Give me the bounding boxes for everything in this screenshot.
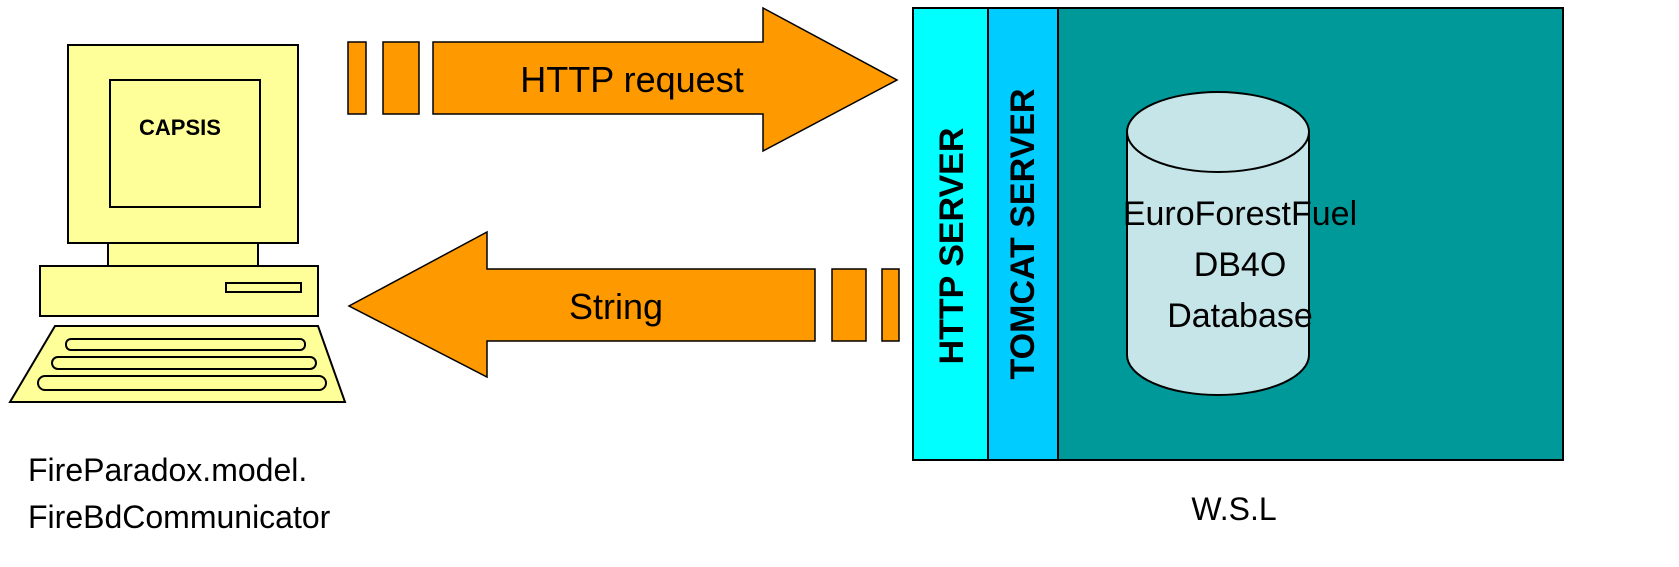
keyboard-row [51,356,317,370]
keyboard-row [65,338,306,351]
cylinder-body-fill [1127,132,1309,395]
arrow-stripe [881,268,900,342]
http-request-arrow: HTTP request [347,6,899,153]
monitor-screen [109,79,261,208]
tomcat-server-label: TOMCAT SERVER [1004,89,1042,380]
monitor-stand [107,242,259,267]
string-label: String [569,286,663,327]
arrow-stripe [382,41,420,115]
disk-drive-slot [225,282,302,293]
client-caption-line1: FireParadox.model. [28,452,307,488]
server-caption: W.S.L [1191,491,1276,527]
client-computer-icon: CAPSIS [8,44,347,403]
server-block: HTTP SERVER TOMCAT SERVER EuroForestFuel… [912,7,1564,461]
database-line2: DB4O [1194,246,1287,284]
database-line1: EuroForestFuel [1123,195,1357,233]
arrow-stripe [347,41,367,115]
arrow-stripe [831,268,867,342]
string-response-arrow: String [347,230,900,379]
arrow-body [432,6,899,153]
arrow-body [347,230,816,379]
cylinder-sides [1126,132,1310,396]
http-server-panel [912,7,989,461]
database-cylinder-icon: EuroForestFuel DB4O Database [1123,91,1357,396]
screen-label: CAPSIS [139,115,221,140]
http-server-label: HTTP SERVER [933,128,971,365]
client-caption-line2: FireBdCommunicator [28,499,331,535]
tomcat-server-panel [987,7,1059,461]
http-request-label: HTTP request [520,59,743,100]
keyboard-row [37,375,327,391]
database-line3: Database [1167,297,1313,335]
cylinder-top [1126,91,1310,173]
